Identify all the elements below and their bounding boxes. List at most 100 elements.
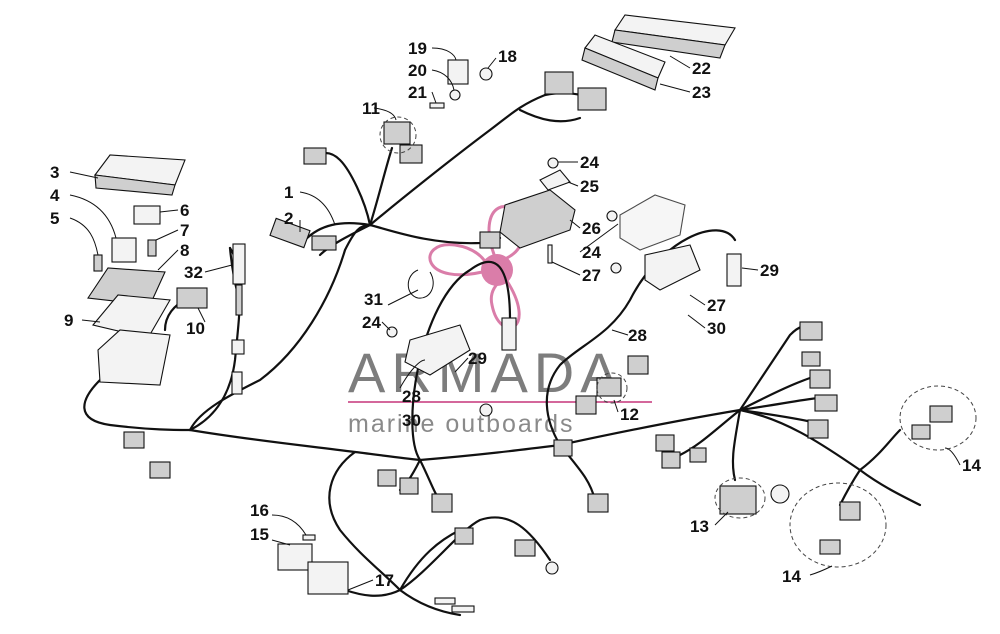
part-connector-top-left xyxy=(303,147,327,165)
callout-16: 16 xyxy=(250,501,269,520)
part-connector-10 xyxy=(176,287,208,309)
callout-23: 23 xyxy=(692,83,711,102)
part-oxygen-sensor xyxy=(231,243,246,395)
callout-21: 21 xyxy=(408,83,427,102)
part-connector-bottom-left-a xyxy=(123,431,145,449)
part-connector-bottom-a xyxy=(377,469,397,487)
part-fuse-right xyxy=(147,239,157,257)
callout-32: 32 xyxy=(184,263,203,282)
part-spark-cap-29-right xyxy=(726,253,742,287)
part-connector-regulator xyxy=(479,231,501,249)
callout-11: 11 xyxy=(362,99,380,118)
callout-30-left: 30 xyxy=(402,411,421,430)
part-connector-right-a xyxy=(799,321,823,341)
part-connector-bottom-b xyxy=(399,477,419,495)
part-relay-block-17 xyxy=(307,561,349,595)
part-connector-bottom-left-b xyxy=(149,461,171,479)
part-starter-relay xyxy=(619,194,686,251)
part-spark-cap-29-left xyxy=(501,317,517,351)
part-connector-14b-1 xyxy=(839,501,861,521)
part-connector-14a-1 xyxy=(929,405,953,423)
part-connector-main-a xyxy=(544,71,574,95)
callout-13: 13 xyxy=(690,517,709,536)
detail-ring-12 xyxy=(596,372,628,404)
watermark-propeller-blade-left xyxy=(428,243,493,277)
callout-9: 9 xyxy=(64,311,73,330)
callout-24-top: 24 xyxy=(580,153,599,172)
part-relay-cover xyxy=(93,154,186,196)
part-connector-mid-c xyxy=(553,439,573,457)
callout-labels: 1 2 3 4 5 6 7 8 9 10 11 12 13 14 14 15 1… xyxy=(50,39,981,590)
part-connector-13 xyxy=(719,485,757,515)
callout-7: 7 xyxy=(180,221,189,240)
part-relay-small xyxy=(133,205,161,225)
part-connector-12 xyxy=(596,377,622,397)
part-sensor-19 xyxy=(447,59,469,85)
part-connector-mid-a xyxy=(627,355,649,375)
callout-26: 26 xyxy=(582,219,601,238)
part-connector-14a-2 xyxy=(911,424,931,440)
part-connector-bottom-f xyxy=(514,539,536,557)
callout-19: 19 xyxy=(408,39,427,58)
part-connector-right-d xyxy=(814,394,838,412)
part-connector-lower-b xyxy=(661,451,681,469)
callout-31: 31 xyxy=(364,290,383,309)
leader-lines xyxy=(69,47,961,591)
callout-3: 3 xyxy=(50,163,59,182)
callout-20: 20 xyxy=(408,61,427,80)
part-bolt-27-top xyxy=(547,244,553,264)
callout-29-right: 29 xyxy=(760,261,779,280)
part-fuse-box xyxy=(97,329,171,386)
callout-14-lower: 14 xyxy=(782,567,801,586)
part-connector-11 xyxy=(383,121,411,145)
part-connector-14b-2 xyxy=(819,539,841,555)
callout-28-right: 28 xyxy=(628,326,647,345)
part-relay-15 xyxy=(277,543,313,571)
callout-12: 12 xyxy=(620,405,639,424)
part-fuse-left xyxy=(93,254,103,272)
part-buzzer xyxy=(770,484,790,504)
part-connector-lower-c xyxy=(689,447,707,463)
callout-10: 10 xyxy=(186,319,205,338)
callout-5: 5 xyxy=(50,209,59,228)
watermark-subtitle: marine outboards xyxy=(348,410,575,438)
watermark-propeller-hub xyxy=(481,254,513,286)
part-nut-18 xyxy=(479,67,493,81)
callout-2: 2 xyxy=(284,209,293,228)
callout-17: 17 xyxy=(375,571,394,590)
part-ecu-22 xyxy=(611,14,736,59)
part-ignition-coil-left xyxy=(404,324,471,376)
detail-ring-11 xyxy=(379,116,417,154)
callout-8: 8 xyxy=(180,241,189,260)
part-relay-main xyxy=(111,237,137,263)
part-voltage-regulator xyxy=(499,189,576,249)
part-connector-bottom-c xyxy=(431,493,453,513)
part-connector-1 xyxy=(311,235,337,251)
part-connector-bottom-d xyxy=(587,493,609,513)
part-ring-terminal-bottom xyxy=(545,561,559,575)
part-connector-right-c xyxy=(809,369,831,389)
callout-25: 25 xyxy=(580,177,599,196)
part-nut-24-mid xyxy=(606,210,618,222)
callout-15: 15 xyxy=(250,525,269,544)
part-screw-16 xyxy=(302,534,316,541)
part-connector-right-e xyxy=(807,419,829,439)
part-connector-bottom-e xyxy=(454,527,474,545)
part-ecu-23 xyxy=(581,34,666,91)
part-connector-right-b xyxy=(801,351,821,367)
callout-24-left: 24 xyxy=(362,313,381,332)
part-connector-main-b xyxy=(577,87,607,111)
part-nut-24-top xyxy=(547,157,559,169)
callout-27-right: 27 xyxy=(707,296,726,315)
part-bracket-25 xyxy=(539,169,571,191)
watermark-title: ARMADA xyxy=(348,341,624,404)
part-connector-2 xyxy=(269,217,311,249)
part-connector-top-b xyxy=(399,144,423,164)
callout-29-left: 29 xyxy=(468,349,487,368)
part-washer-20 xyxy=(449,89,461,101)
callout-24-mid: 24 xyxy=(582,243,601,262)
callout-6: 6 xyxy=(180,201,189,220)
callout-30-right: 30 xyxy=(707,319,726,338)
part-terminal-bottom-a xyxy=(434,597,456,605)
